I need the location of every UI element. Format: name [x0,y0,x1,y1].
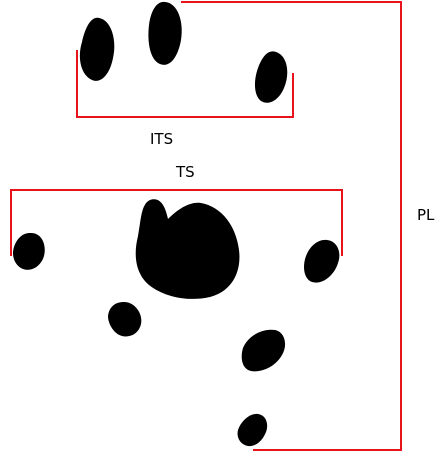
carpal-pad-left [108,302,141,336]
outer-pad-right [304,240,339,283]
pads [13,2,339,446]
ts-label: TS [175,163,195,181]
its-label: ITS [150,130,173,148]
pl-label: PL [417,206,435,224]
carpal-pad-right [242,330,285,372]
toe-pad-3 [255,51,287,102]
interdigital-pad [136,199,240,299]
toe-pad-2 [148,2,181,65]
heel-pad [238,414,268,446]
toe-pad-1 [80,18,114,81]
outer-pad-left [13,233,45,270]
